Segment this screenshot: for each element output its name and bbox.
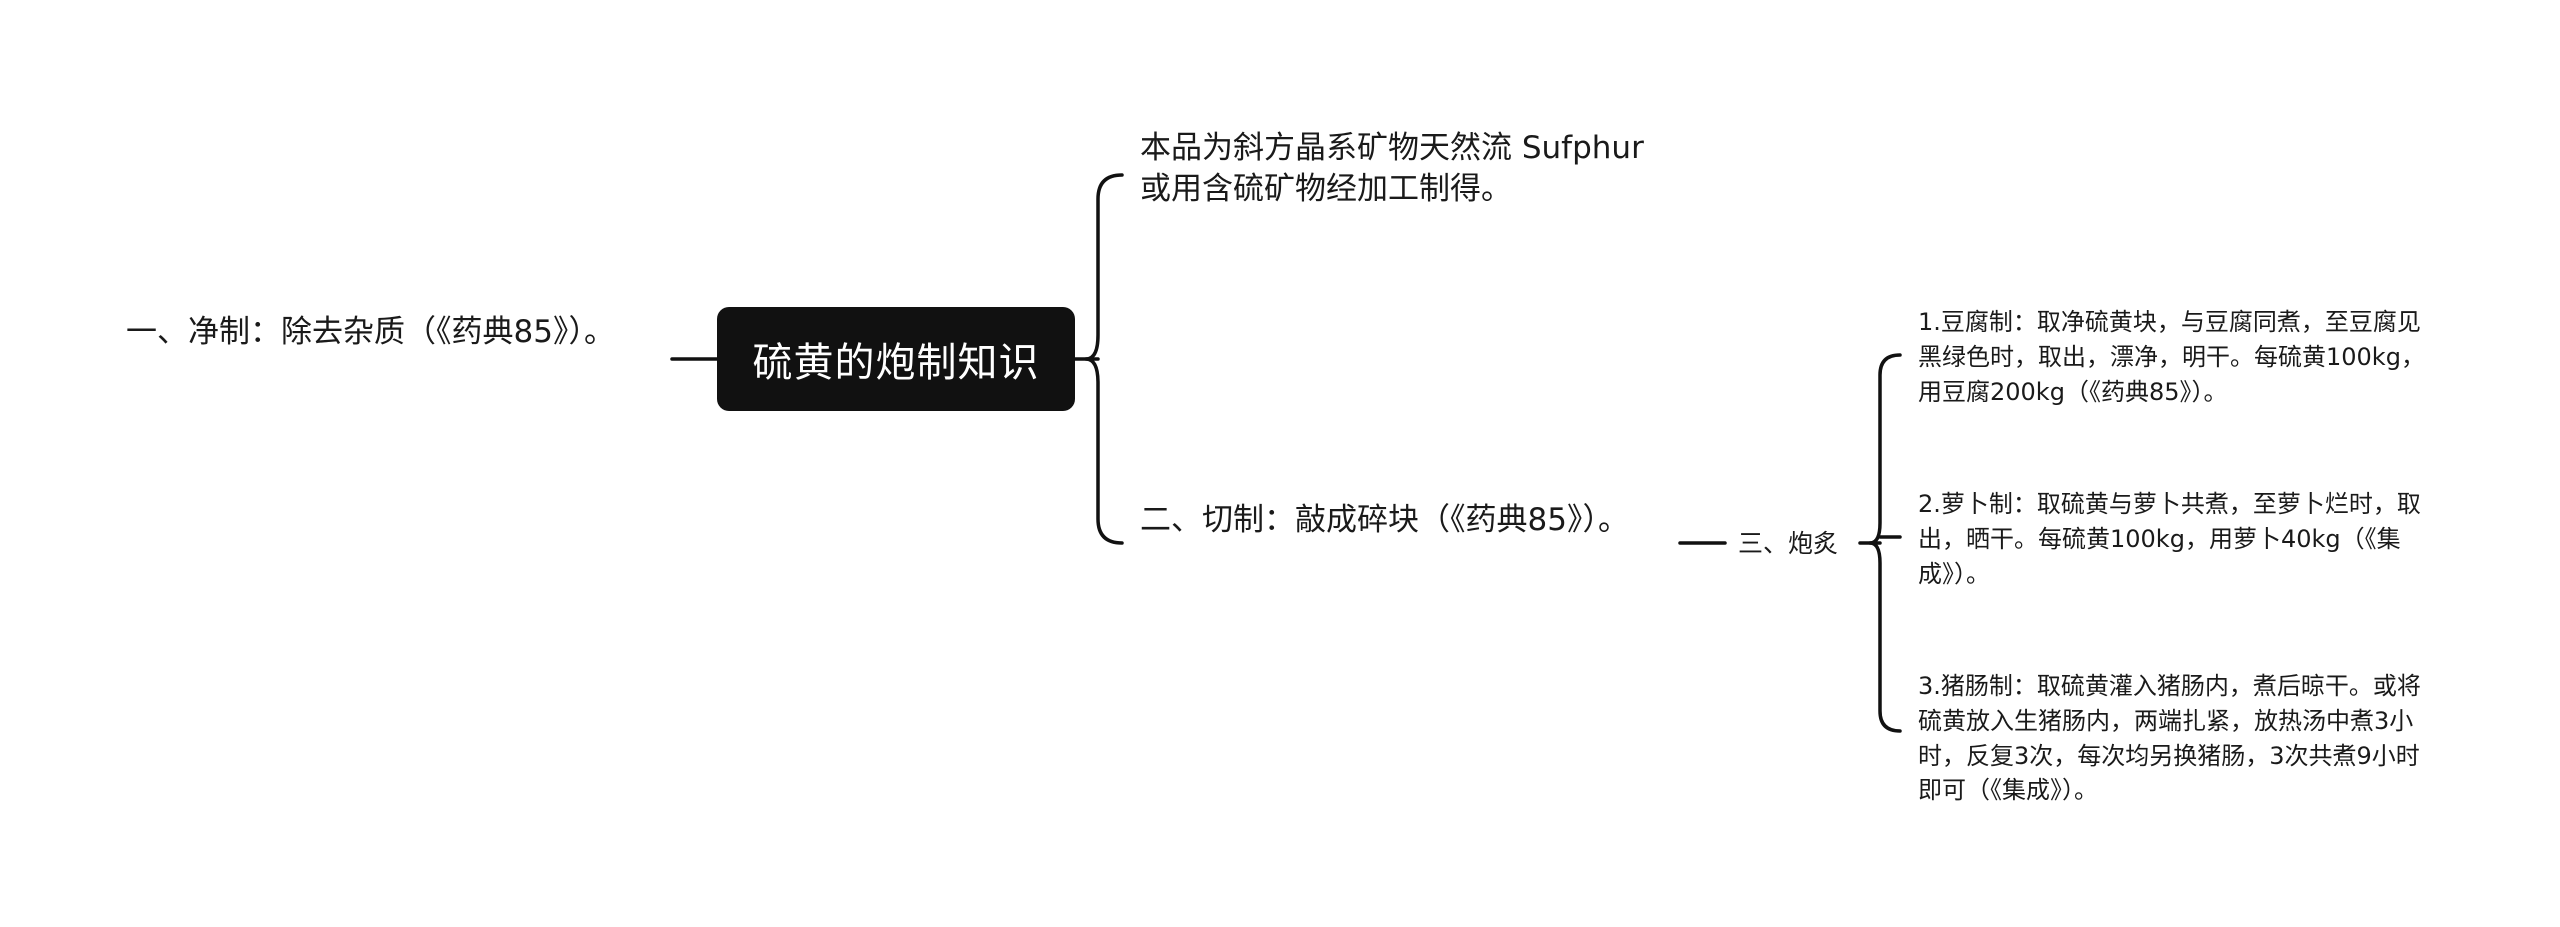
topic-processing[interactable]: 三、炮炙 bbox=[1738, 527, 1838, 560]
bracket-sub bbox=[1868, 353, 1902, 733]
topic-processing-label: 三、炮炙 bbox=[1738, 529, 1839, 558]
topic-cutting-label: 二、切制：敲成碎块（《药典85》）。 bbox=[1140, 502, 1629, 538]
root-topic-label: 硫黄的炮制知识 bbox=[752, 340, 1040, 386]
topic-description[interactable]: 本品为斜方晶系矿物天然流 Sufphur或用含硫矿物经加工制得。 bbox=[1140, 128, 1660, 210]
topic-purification[interactable]: 一、净制：除去杂质（《药典85》）。 bbox=[126, 312, 656, 353]
subtopic-tofu-label: 1.豆腐制：取净硫黄块，与豆腐同煮，至豆腐见黑绿色时，取出，漂净，明干。每硫黄1… bbox=[1918, 308, 2425, 406]
subtopic-pig-intestine[interactable]: 3.猪肠制：取硫黄灌入猪肠内，煮后晾干。或将硫黄放入生猪肠内，两端扎紧，放热汤中… bbox=[1918, 669, 2438, 808]
topic-purification-label: 一、净制：除去杂质（《药典85》）。 bbox=[126, 314, 615, 350]
subtopic-pig-intestine-label: 3.猪肠制：取硫黄灌入猪肠内，煮后晾干。或将硫黄放入生猪肠内，两端扎紧，放热汤中… bbox=[1918, 672, 2421, 805]
root-topic[interactable]: 硫黄的炮制知识 bbox=[717, 307, 1075, 411]
topic-cutting[interactable]: 二、切制：敲成碎块（《药典85》）。 bbox=[1140, 500, 1660, 541]
subtopic-radish-label: 2.萝卜制：取硫黄与萝卜共煮，至萝卜烂时，取出，晒干。每硫黄100kg，用萝卜4… bbox=[1918, 490, 2421, 588]
topic-description-label: 本品为斜方晶系矿物天然流 Sufphur或用含硫矿物经加工制得。 bbox=[1140, 130, 1644, 207]
subtopic-tofu[interactable]: 1.豆腐制：取净硫黄块，与豆腐同煮，至豆腐见黑绿色时，取出，漂净，明干。每硫黄1… bbox=[1918, 305, 2438, 409]
subtopic-radish[interactable]: 2.萝卜制：取硫黄与萝卜共煮，至萝卜烂时，取出，晒干。每硫黄100kg，用萝卜4… bbox=[1918, 487, 2438, 591]
bracket-right bbox=[1084, 173, 1124, 545]
